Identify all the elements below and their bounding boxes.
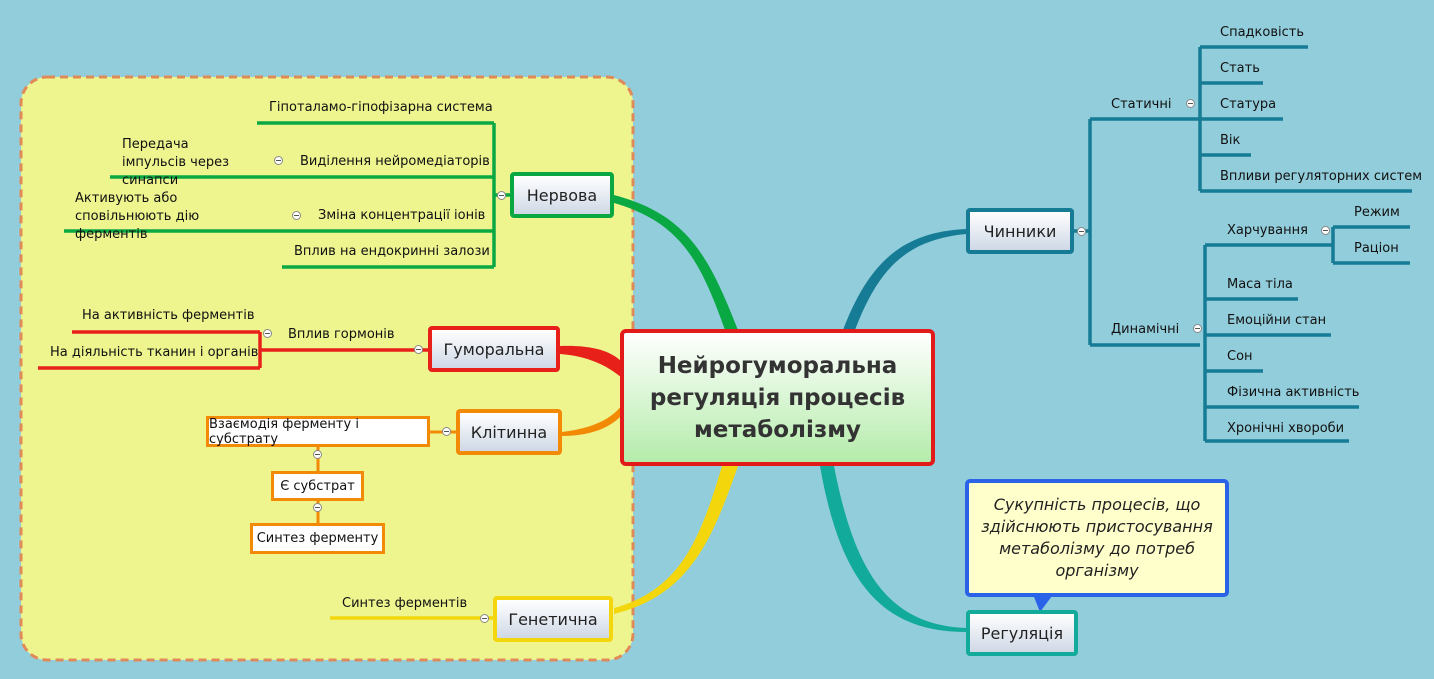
- klitynna-synthesis[interactable]: Синтез ферменту: [250, 523, 385, 554]
- topic-humoralna-label: Гуморальна: [443, 339, 545, 359]
- topic-nervova[interactable]: Нервова: [510, 172, 614, 218]
- dynamichni-item[interactable]: Емоційни стан: [1227, 313, 1327, 328]
- chynnyky-statychni[interactable]: Статичні: [1111, 97, 1172, 112]
- klitynna-interaction-label: Взаємодія ферменту і субстрату: [209, 416, 359, 447]
- collapse-toggle-statychni[interactable]: [1186, 99, 1195, 108]
- chynnyky-dynamichni[interactable]: Динамічні: [1111, 322, 1180, 337]
- connector-nervova: [614, 195, 738, 330]
- topic-henetychna-label: Генетична: [508, 609, 598, 629]
- dynamichni-item[interactable]: Сон: [1227, 349, 1253, 364]
- klitynna-synthesis-label: Синтез ферменту: [256, 531, 379, 546]
- central-topic-label: Нейрогуморальна регуляція процесів метаб…: [649, 352, 906, 443]
- nervova-ions[interactable]: Зміна концентрації іонів: [318, 208, 486, 223]
- dynamichni-kharchuvannia[interactable]: Харчування: [1227, 223, 1308, 238]
- left-region: [19, 75, 635, 662]
- statychni-item[interactable]: Стать: [1220, 61, 1260, 76]
- connector-henetychna: [614, 466, 738, 614]
- humoralna-tissues[interactable]: На діяльність тканин і органів: [50, 345, 259, 360]
- collapse-toggle-substrate[interactable]: [313, 503, 322, 512]
- statychni-item[interactable]: Вік: [1220, 133, 1241, 148]
- rehuliatsiia-note-text: Сукупність процесів, що здійснюють прист…: [981, 495, 1213, 580]
- callout-pointer: [1032, 592, 1055, 612]
- central-topic[interactable]: Нейрогуморальна регуляція процесів метаб…: [620, 329, 935, 466]
- nervova-lines: [64, 121, 510, 269]
- collapse-toggle-klitynna[interactable]: [442, 427, 451, 436]
- nervova-synapses[interactable]: Передача імпульсів через синапси: [122, 137, 229, 188]
- topic-chynnyky-label: Чинники: [983, 221, 1057, 241]
- connector-rehuliatsiia: [820, 466, 966, 632]
- collapse-toggle-ions[interactable]: [292, 211, 301, 220]
- collapse-toggle-dynamichni[interactable]: [1193, 324, 1202, 333]
- henetychna-synthesis[interactable]: Синтез ферментів: [342, 596, 468, 611]
- collapse-toggle-neuromediators[interactable]: [274, 156, 283, 165]
- topic-rehuliatsiia-label: Регуляція: [980, 623, 1064, 643]
- connector-chynnyky: [843, 229, 966, 330]
- dynamichni-item[interactable]: Хронічні хвороби: [1227, 421, 1345, 436]
- collapse-toggle-kharchuvannia[interactable]: [1321, 226, 1330, 235]
- topic-nervova-label: Нервова: [526, 185, 598, 205]
- nervova-enzymes-speed[interactable]: Активують або сповільнюють дію ферментів: [75, 191, 200, 242]
- collapse-toggle-hormones[interactable]: [263, 329, 272, 338]
- topic-klitynna-label: Клітинна: [470, 422, 548, 442]
- topic-chynnyky[interactable]: Чинники: [966, 208, 1074, 254]
- klitynna-substrate[interactable]: Є субстрат: [271, 471, 364, 501]
- chynnyky-lines: [1074, 45, 1412, 443]
- kharchuvannia-item[interactable]: Раціон: [1354, 241, 1399, 256]
- collapse-toggle-chynnyky[interactable]: [1077, 227, 1086, 236]
- topic-humoralna[interactable]: Гуморальна: [428, 326, 560, 372]
- statychni-item[interactable]: Статура: [1220, 97, 1277, 112]
- collapse-toggle-henetychna[interactable]: [480, 614, 489, 623]
- nervova-hypothalamus[interactable]: Гіпоталамо-гіпофізарна система: [269, 100, 493, 115]
- humoralna-enzyme-activity[interactable]: На активність ферментів: [82, 308, 255, 323]
- statychni-item[interactable]: Впливи регуляторних систем: [1220, 169, 1422, 184]
- kharchuvannia-item[interactable]: Режим: [1354, 205, 1400, 220]
- collapse-toggle-interaction[interactable]: [313, 450, 322, 459]
- klitynna-interaction[interactable]: Взаємодія ферменту і субстрату: [206, 416, 430, 447]
- humoralna-lines: [38, 330, 428, 370]
- rehuliatsiia-note[interactable]: Сукупність процесів, що здійснюють прист…: [965, 479, 1229, 597]
- klitynna-substrate-label: Є субстрат: [280, 478, 355, 494]
- dynamichni-item[interactable]: Маса тіла: [1227, 277, 1293, 292]
- statychni-item[interactable]: Спадковість: [1220, 25, 1304, 40]
- dynamichni-item[interactable]: Фізична активність: [1227, 385, 1360, 400]
- topic-rehuliatsiia[interactable]: Регуляція: [966, 610, 1078, 656]
- connector-klitynna: [562, 405, 622, 436]
- nervova-endocrine[interactable]: Вплив на ендокринні залози: [294, 244, 490, 259]
- collapse-toggle-humoralna[interactable]: [414, 345, 423, 354]
- topic-henetychna[interactable]: Генетична: [493, 596, 613, 642]
- nervova-neuromediators[interactable]: Виділення нейромедіаторів: [300, 154, 490, 169]
- topic-klitynna[interactable]: Клітинна: [456, 409, 562, 455]
- collapse-toggle-nervova[interactable]: [497, 191, 506, 200]
- connector-humoralna: [560, 345, 622, 378]
- humoralna-hormones[interactable]: Вплив гормонів: [288, 327, 395, 342]
